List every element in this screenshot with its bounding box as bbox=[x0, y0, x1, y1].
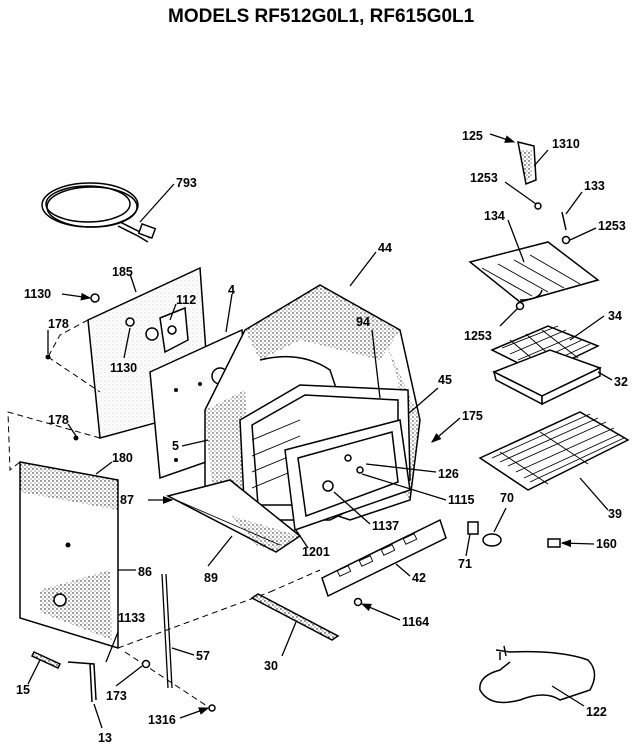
callout-134: 134 bbox=[484, 209, 505, 223]
leader-lines bbox=[27, 133, 613, 729]
part-1130-screws bbox=[90, 293, 159, 341]
callout-126: 126 bbox=[438, 467, 459, 481]
callout-160: 160 bbox=[596, 537, 617, 551]
part-1201-front-frame bbox=[284, 419, 411, 532]
callout-1130: 1130 bbox=[24, 287, 51, 301]
callout-793: 793 bbox=[176, 176, 197, 190]
callout-70: 70 bbox=[500, 491, 514, 505]
callout-1130: 1130 bbox=[110, 361, 137, 375]
part-86-side-panel bbox=[19, 461, 119, 650]
callout-178: 178 bbox=[48, 413, 69, 427]
callout-45: 45 bbox=[438, 373, 452, 387]
callout-1137: 1137 bbox=[372, 519, 399, 533]
callout-1253: 1253 bbox=[598, 219, 626, 233]
part-178-screws bbox=[45, 354, 79, 441]
callout-86: 86 bbox=[138, 565, 152, 579]
callout-87: 87 bbox=[120, 493, 134, 507]
callout-89: 89 bbox=[204, 571, 218, 585]
part-13-hinge bbox=[67, 661, 97, 703]
callout-122: 122 bbox=[586, 705, 607, 719]
diagram-title: MODELS RF512G0L1, RF615G0L1 bbox=[168, 6, 475, 27]
callout-1310: 1310 bbox=[552, 137, 580, 151]
callout-133: 133 bbox=[584, 179, 605, 193]
callout-1253: 1253 bbox=[464, 329, 492, 343]
callout-185: 185 bbox=[112, 265, 133, 279]
callout-1133: 1133 bbox=[118, 611, 145, 625]
callout-44: 44 bbox=[378, 241, 392, 255]
part-160-clip bbox=[547, 538, 561, 548]
callout-1164: 1164 bbox=[402, 615, 429, 629]
part-30-strip bbox=[250, 593, 340, 641]
callout-71: 71 bbox=[458, 557, 472, 571]
part-57-rod bbox=[161, 573, 173, 689]
part-112-bracket bbox=[159, 306, 189, 354]
part-42-control-panel bbox=[321, 518, 447, 598]
callout-13: 13 bbox=[98, 731, 112, 745]
callout-112: 112 bbox=[176, 293, 196, 307]
part-70-lamp-bulb bbox=[482, 533, 502, 547]
part-32-broiler-pan bbox=[492, 349, 602, 406]
part-125-handle bbox=[517, 140, 537, 186]
part-1253-screws bbox=[515, 202, 571, 311]
callout-5: 5 bbox=[172, 439, 179, 453]
callout-57: 57 bbox=[196, 649, 210, 663]
callout-39: 39 bbox=[608, 507, 622, 521]
part-122-heating-element bbox=[479, 645, 596, 704]
part-134-rack-support bbox=[468, 241, 600, 303]
callout-175: 175 bbox=[462, 409, 483, 423]
callout-42: 42 bbox=[412, 571, 426, 585]
callout-180: 180 bbox=[112, 451, 133, 465]
callout-30: 30 bbox=[264, 659, 278, 673]
callout-94: 94 bbox=[356, 315, 370, 329]
part-15-clip bbox=[30, 651, 62, 669]
callout-1316: 1316 bbox=[148, 713, 176, 727]
callout-125: 125 bbox=[462, 129, 483, 143]
part-793-power-cord bbox=[41, 182, 157, 243]
part-173-screw bbox=[141, 659, 151, 669]
part-133-screw bbox=[561, 211, 567, 231]
part-71-bulb-socket bbox=[467, 521, 479, 535]
part-1316-screw bbox=[208, 704, 216, 712]
callout-1201: 1201 bbox=[302, 545, 330, 559]
callout-34: 34 bbox=[608, 309, 622, 323]
callout-1253: 1253 bbox=[470, 171, 498, 185]
part-39-oven-rack bbox=[478, 411, 630, 491]
callout-178: 178 bbox=[48, 317, 69, 331]
callout-32: 32 bbox=[614, 375, 628, 389]
callout-15: 15 bbox=[16, 683, 30, 697]
callout-173: 173 bbox=[106, 689, 127, 703]
part-1164-screw bbox=[353, 597, 363, 607]
callout-labels: 793 185 1130 112 4 178 1130 44 94 45 178… bbox=[16, 129, 628, 745]
callout-4: 4 bbox=[228, 283, 235, 297]
callout-1115: 1115 bbox=[448, 493, 474, 507]
